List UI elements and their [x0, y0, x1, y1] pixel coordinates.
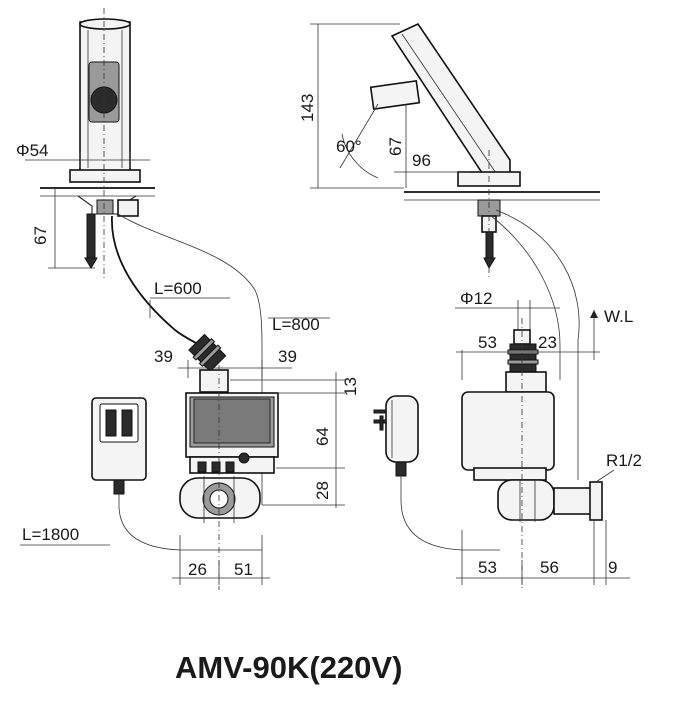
- dim-l600: L=600: [154, 279, 202, 298]
- spout: [369, 80, 421, 110]
- dim-l1800: L=1800: [22, 525, 79, 544]
- dim-67-left: 67: [31, 226, 50, 245]
- adapter-cable-left: [118, 494, 262, 551]
- dim-96: 96: [412, 151, 431, 170]
- adapter-body-side: [385, 395, 419, 463]
- faucet-base-front: [69, 169, 141, 183]
- solenoid-box-side: [461, 391, 555, 471]
- drawing-title: AMV-90K(220V): [175, 650, 402, 685]
- dim-64: 64: [313, 427, 332, 446]
- control-box-side: Φ12 53 23 W.L R1/2 5: [455, 289, 642, 590]
- dim-143: 143: [298, 94, 317, 122]
- power-adapter-side: [373, 395, 500, 551]
- dim-23: 23: [538, 333, 557, 352]
- dim-26: 26: [188, 560, 207, 579]
- faucet-side-view: 143 60° 67 96: [298, 22, 600, 280]
- socket-slot-left: [105, 409, 117, 437]
- control-box-front: 39 39 13 64 28 26 51: [154, 333, 360, 590]
- dim-39-left: 39: [154, 347, 173, 366]
- connector-side: [509, 343, 537, 373]
- dim-56: 56: [540, 558, 559, 577]
- valve-body-side: [497, 479, 555, 521]
- inlet-fitting: [589, 481, 603, 521]
- faucet-top-front: [79, 18, 131, 30]
- dim-phi12: Φ12: [460, 289, 492, 308]
- adapter-cable-right: [400, 476, 500, 551]
- power-adapter-left: L=1800: [20, 397, 262, 551]
- dim-phi54: Φ54: [16, 141, 48, 160]
- label-wl: W.L: [604, 307, 633, 326]
- dim-51: 51: [234, 560, 253, 579]
- faucet-front-view: Φ54 67: [16, 8, 155, 280]
- plug-prong: [373, 409, 387, 414]
- dim-28: 28: [313, 481, 332, 500]
- dim-9: 9: [608, 558, 617, 577]
- dim-53-bottom: 53: [478, 558, 497, 577]
- dim-13: 13: [341, 377, 360, 396]
- dim-53-top: 53: [478, 333, 497, 352]
- sensor-cable: [111, 215, 206, 349]
- dim-67-right: 67: [386, 137, 405, 156]
- dim-39-right: 39: [278, 347, 297, 366]
- dim-l800: L=800: [272, 315, 320, 334]
- label-r12: R1/2: [606, 451, 642, 470]
- mounting-stud: [86, 213, 96, 260]
- inlet-hose: [117, 213, 263, 505]
- dim-angle60: 60°: [336, 137, 362, 156]
- inlet-hose-right: [495, 209, 580, 480]
- socket-slot-right: [121, 409, 133, 437]
